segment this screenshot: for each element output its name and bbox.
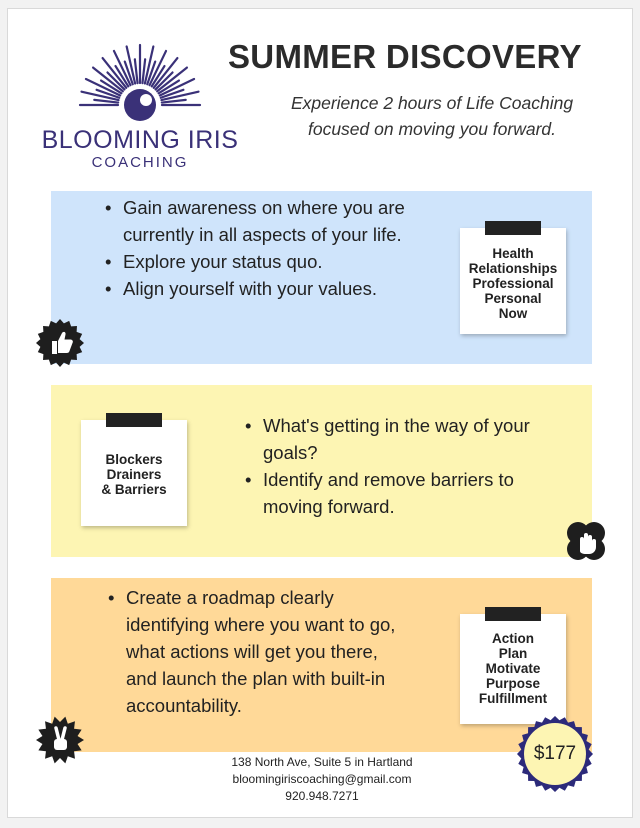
section-barriers-bullets: What's getting in the way of your goals?… [245,412,545,520]
list-item: Gain awareness on where you are currentl… [105,194,405,248]
section-awareness-bullets: Gain awareness on where you are currentl… [105,194,405,302]
peace-sign-icon [36,716,84,764]
list-item: What's getting in the way of your goals? [245,412,545,466]
sticky-note-blockers: Blockers Drainers & Barriers [81,413,187,526]
logo: BLOOMING IRIS COACHING [40,42,240,172]
brand-name: BLOOMING IRIS [41,126,239,154]
list-item: Align yourself with your values. [105,275,405,302]
tape [485,221,541,235]
price-label: $177 [533,743,577,764]
list-item: Create a roadmap clearly identifying whe… [108,584,398,719]
sticky-note-action: Action Plan Motivate Purpose Fulfillment [460,607,566,724]
section-roadmap-bullets: Create a roadmap clearly identifying whe… [108,584,398,719]
contact-info: 138 North Ave, Suite 5 in Hartland bloom… [200,754,444,805]
thumbs-up-icon [36,319,84,367]
list-item: Explore your status quo. [105,248,405,275]
stop-hand-icon [567,522,605,560]
contact-email: bloomingiriscoaching@gmail.com [232,772,412,786]
price-badge [517,716,593,792]
page-title: SUMMER DISCOVERY [228,38,582,75]
brand-subtitle: COACHING [91,154,189,171]
iris-logo-icon [78,43,202,121]
sticky-note-areas: Health Relationships Professional Person… [460,221,566,334]
contact-phone: 920.948.7271 [285,789,359,803]
page-subtitle: Experience 2 hours of Life Coaching focu… [290,93,574,139]
contact-address: 138 North Ave, Suite 5 in Hartland [231,755,413,769]
list-item: Identify and remove barriers to moving f… [245,466,545,520]
tape [485,607,541,621]
tape [106,413,162,427]
